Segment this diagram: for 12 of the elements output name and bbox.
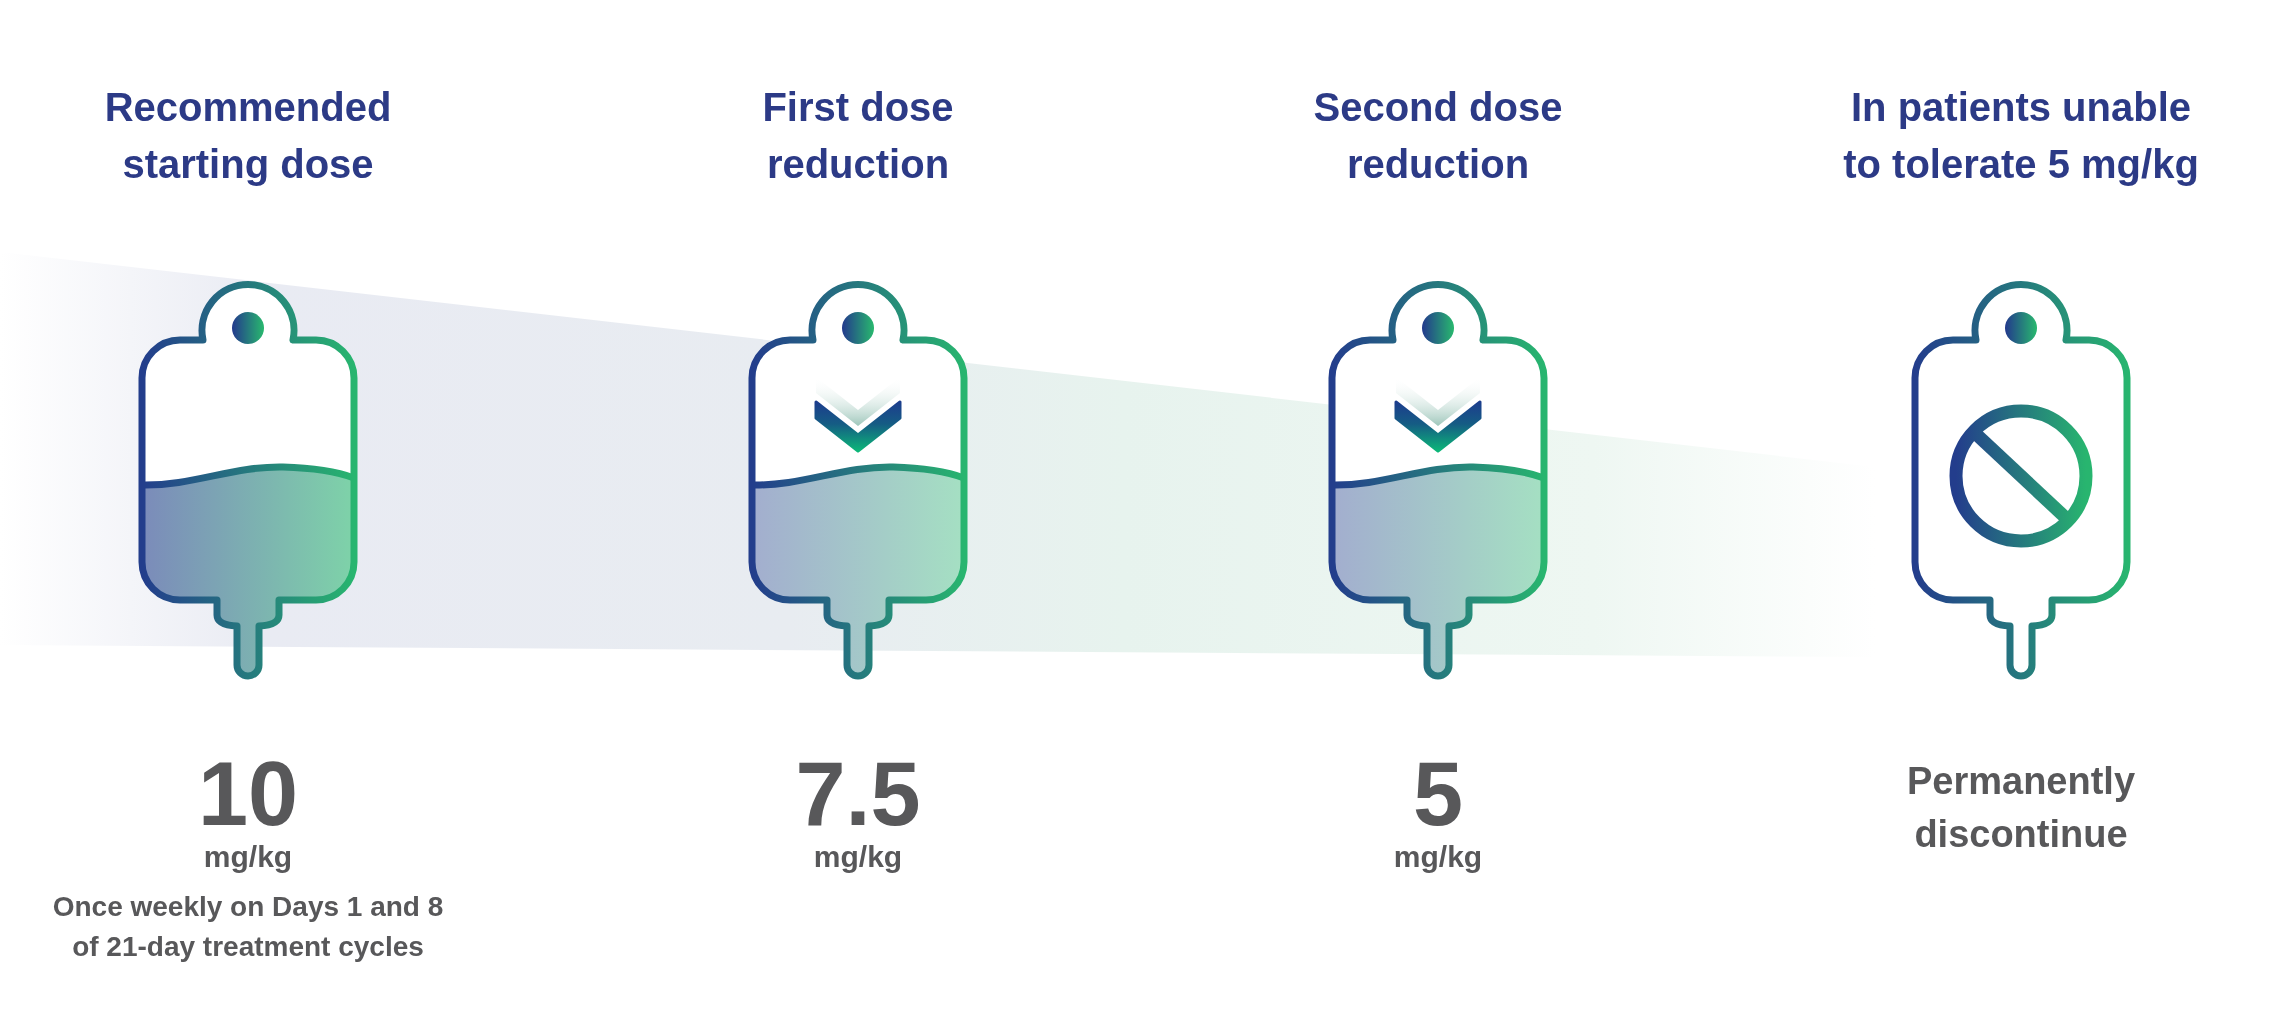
discontinue-statement: Permanently discontinue (1905, 759, 2137, 857)
column-heading: First dose reduction (761, 84, 955, 188)
column-heading: Second dose reduction (1312, 84, 1564, 188)
dose-value: 5 (1412, 749, 1463, 839)
column-heading: Recommended starting dose (103, 84, 393, 188)
dose-value: 7.5 (795, 749, 921, 839)
dose-value: 10 (197, 749, 299, 839)
dose-unit: mg/kg (203, 839, 293, 875)
dose-unit: mg/kg (1393, 839, 1483, 875)
schedule-note: Once weekly on Days 1 and 8 of 21-day treatment cycles (51, 890, 445, 964)
dose-unit: mg/kg (813, 839, 903, 875)
column-heading: In patients unable to tolerate 5 mg/kg (1842, 84, 2200, 188)
